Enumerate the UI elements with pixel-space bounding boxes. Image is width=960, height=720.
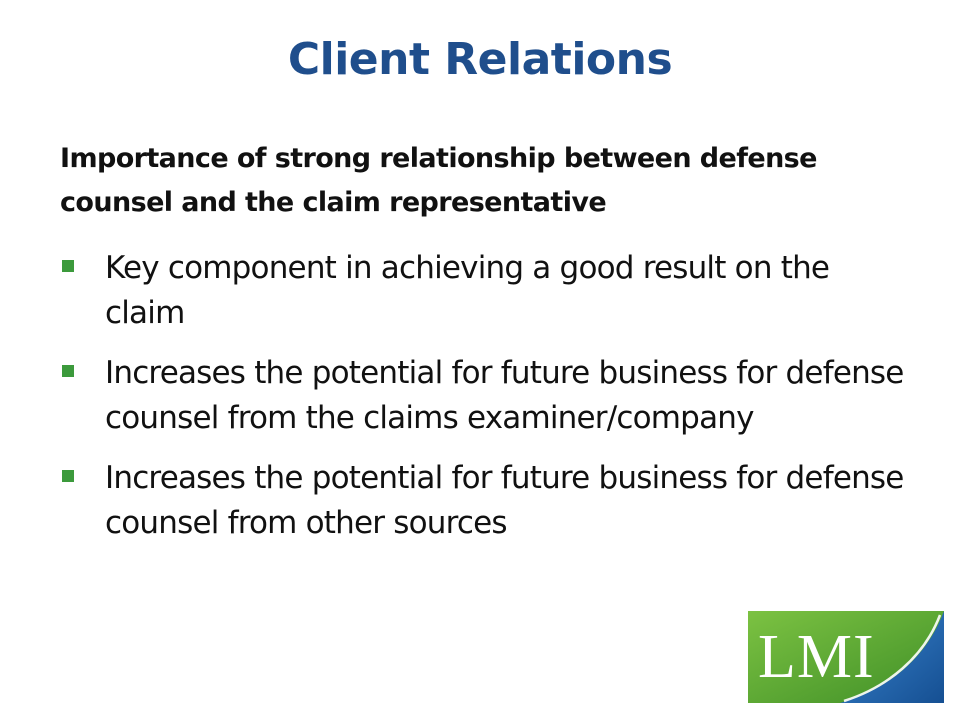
square-bullet-icon	[62, 260, 74, 272]
logo-text: LMI	[758, 623, 875, 691]
lmi-logo: LMI	[748, 611, 944, 703]
bullet-item: Increases the potential for future busin…	[60, 351, 910, 441]
slide-title: Client Relations	[287, 34, 673, 85]
slide-subheading: Importance of strong relationship betwee…	[60, 143, 817, 218]
bullet-text: Increases the potential for future busin…	[105, 460, 904, 541]
logo-blue-swoosh	[840, 611, 944, 703]
square-bullet-icon	[62, 365, 74, 377]
bullet-list: Key component in achieving a good result…	[60, 246, 910, 561]
bullet-text: Increases the potential for future busin…	[105, 355, 904, 436]
bullet-item: Increases the potential for future busin…	[60, 456, 910, 546]
bullet-text: Key component in achieving a good result…	[105, 250, 830, 331]
logo-white-curve	[843, 614, 942, 703]
square-bullet-icon	[62, 470, 74, 482]
bullet-item: Key component in achieving a good result…	[60, 246, 910, 336]
